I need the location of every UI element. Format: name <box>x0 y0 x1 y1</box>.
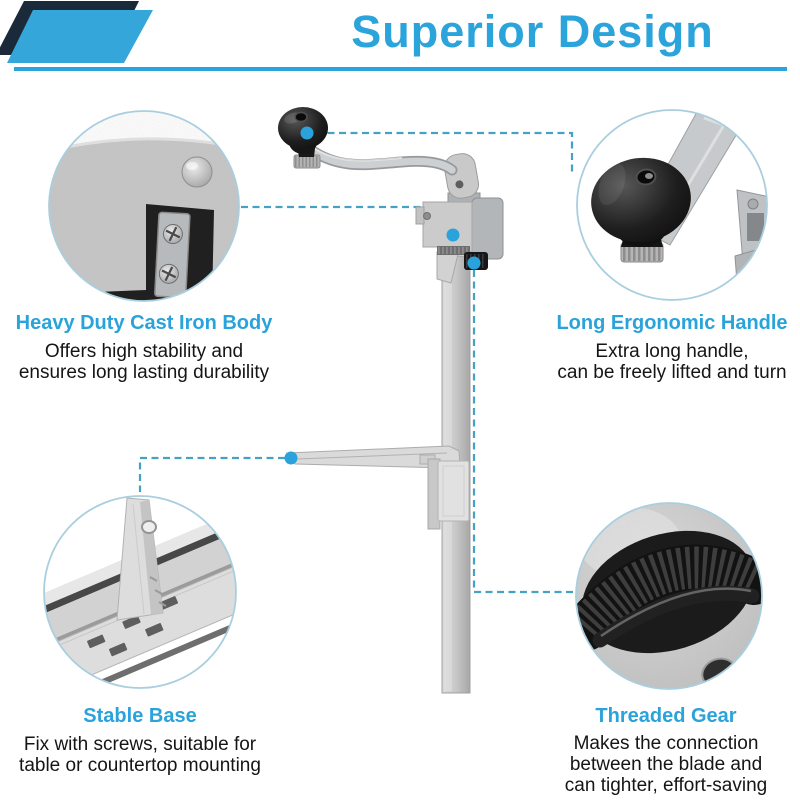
connector-top-right <box>316 131 574 172</box>
dot-base <box>284 451 298 465</box>
callout-desc-ergonomic-handle: Extra long handle, can be freely lifted … <box>557 341 787 383</box>
header-underline <box>14 67 787 71</box>
callout-image-stable-base <box>43 495 237 689</box>
can-opener-illustration <box>278 107 504 694</box>
callout-desc-threaded-gear: Makes the connection between the blade a… <box>564 733 768 796</box>
callout-dots <box>284 126 481 465</box>
callout-title-stable-base: Stable Base <box>83 705 197 727</box>
callout-image-threaded-gear <box>575 502 763 690</box>
dot-gear <box>467 256 481 270</box>
connector-bottom-right <box>472 270 575 594</box>
callout-ring-top-right <box>576 109 768 301</box>
callout-title-threaded-gear: Threaded Gear <box>595 705 737 727</box>
page-title: Superior Design <box>351 6 714 57</box>
callout-desc-cast-iron-body: Offers high stability and ensures long l… <box>18 341 270 383</box>
callout-ring-bottom-left <box>43 495 237 689</box>
callout-image-cast-iron-body <box>48 110 240 302</box>
opener-crank <box>278 107 458 176</box>
header-decoration <box>0 1 787 71</box>
callout-ring-bottom-right <box>575 502 763 690</box>
callout-ring-top-left <box>48 110 240 302</box>
callout-title-cast-iron-body: Heavy Duty Cast Iron Body <box>15 312 273 334</box>
opener-base <box>286 445 470 530</box>
callout-title-ergonomic-handle: Long Ergonomic Handle <box>556 312 788 334</box>
callout-desc-stable-base: Fix with screws, suitable for table or c… <box>19 734 261 776</box>
knob-closeup <box>591 157 691 243</box>
dot-body <box>446 228 460 242</box>
connector-bottom-left <box>138 456 285 492</box>
callout-image-handle-knob <box>576 109 768 301</box>
dot-handle <box>300 126 314 140</box>
